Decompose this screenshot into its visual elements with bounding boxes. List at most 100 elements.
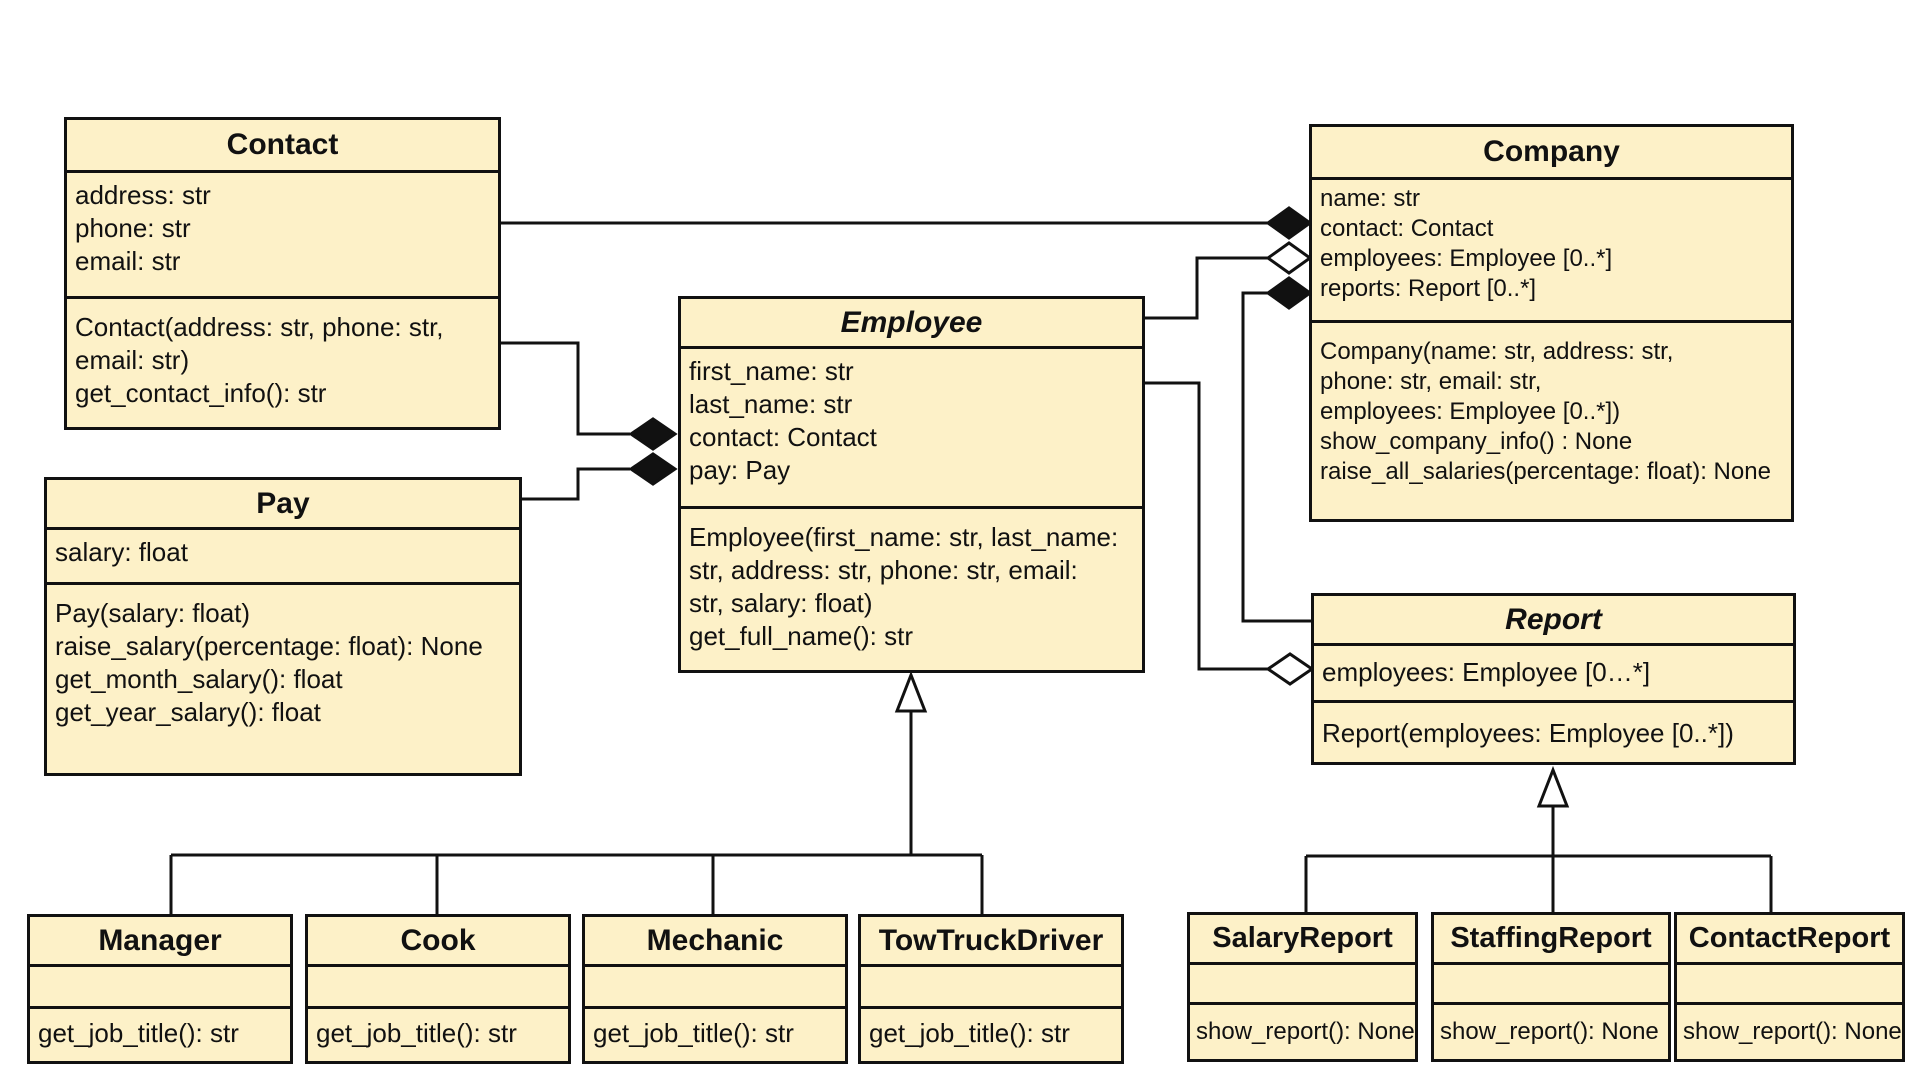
operation: get_job_title(): str (316, 1018, 517, 1048)
class-attributes: first_name: str last_name: str contact: … (681, 349, 1142, 509)
filled-diamond-employee-pay (628, 452, 678, 486)
class-name: TowTruckDriver (861, 917, 1121, 967)
class-company[interactable]: Company name: str contact: Contact emplo… (1309, 124, 1794, 522)
class-mechanic[interactable]: Mechanic get_job_title(): str (582, 914, 848, 1064)
attribute: email: str (75, 246, 181, 276)
class-attributes (30, 967, 290, 1009)
operation: get_month_salary(): float (55, 664, 343, 694)
attribute: employees: Employee [0…*] (1322, 657, 1651, 687)
class-towtruckdriver[interactable]: TowTruckDriver get_job_title(): str (858, 914, 1124, 1064)
class-operations: show_report(): None (1434, 1005, 1668, 1048)
class-attributes (1677, 965, 1902, 1005)
link-company-employees (1144, 256, 1268, 320)
operation: get_job_title(): str (869, 1018, 1070, 1048)
attribute: reports: Report [0..*] (1320, 275, 1537, 302)
link-company-reports (1241, 291, 1313, 623)
attribute: employees: Employee [0..*] (1320, 245, 1613, 272)
class-staffingreport[interactable]: StaffingReport show_report(): None (1431, 912, 1671, 1062)
class-name: Company (1312, 127, 1791, 180)
class-cook[interactable]: Cook get_job_title(): str (305, 914, 571, 1064)
attribute: contact: Contact (1320, 215, 1494, 242)
class-operations: get_job_title(): str (861, 1009, 1121, 1050)
class-operations: Employee(first_name: str, last_name: str… (681, 509, 1142, 653)
operation: str, address: str, phone: str, email: (689, 555, 1078, 585)
class-operations: Pay(salary: float) raise_salary(percenta… (47, 585, 519, 729)
link-employee-contact (500, 341, 630, 436)
operation: Report(employees: Employee [0..*]) (1322, 718, 1734, 748)
class-name: SalaryReport (1190, 915, 1415, 965)
class-operations: Report(employees: Employee [0..*]) (1314, 703, 1793, 750)
hollow-diamond-report-employees (1265, 652, 1315, 686)
hollow-diamond-company-employees (1265, 241, 1313, 275)
operation: get_year_salary(): float (55, 697, 321, 727)
attribute: phone: str (75, 213, 191, 243)
class-operations: get_job_title(): str (308, 1009, 568, 1050)
operation: raise_salary(percentage: float): None (55, 631, 483, 661)
attribute: pay: Pay (689, 455, 791, 485)
class-operations: Contact(address: str, phone: str, email:… (67, 299, 498, 410)
class-name: Report (1314, 596, 1793, 646)
operation: show_report(): None (1196, 1018, 1415, 1045)
class-operations: show_report(): None (1190, 1005, 1415, 1048)
class-attributes: employees: Employee [0…*] (1314, 646, 1793, 703)
generalization-triangle-employee (894, 670, 928, 713)
class-operations: get_job_title(): str (30, 1009, 290, 1050)
class-name: ContactReport (1677, 915, 1902, 965)
operation: show_report(): None (1683, 1018, 1902, 1045)
operation: phone: str, email: str, (1320, 368, 1542, 395)
class-name: StaffingReport (1434, 915, 1668, 965)
operation: str, salary: float) (689, 588, 873, 618)
operation: employees: Employee [0..*]) (1320, 398, 1621, 425)
class-contact[interactable]: Contact address: str phone: str email: s… (64, 117, 501, 430)
class-attributes (861, 967, 1121, 1009)
class-salaryreport[interactable]: SalaryReport show_report(): None (1187, 912, 1418, 1062)
class-contactreport[interactable]: ContactReport show_report(): None (1674, 912, 1905, 1062)
class-manager[interactable]: Manager get_job_title(): str (27, 914, 293, 1064)
operation: get_job_title(): str (38, 1018, 239, 1048)
operation: get_contact_info(): str (75, 378, 327, 408)
link-report-employees (1144, 381, 1269, 671)
class-report[interactable]: Report employees: Employee [0…*] Report(… (1311, 593, 1796, 765)
class-operations: Company(name: str, address: str, phone: … (1312, 323, 1791, 487)
class-attributes: name: str contact: Contact employees: Em… (1312, 180, 1791, 323)
attribute: last_name: str (689, 389, 853, 419)
class-attributes (1434, 965, 1668, 1005)
class-name: Mechanic (585, 917, 845, 967)
attribute: contact: Contact (689, 422, 877, 452)
filled-diamond-company-reports (1265, 276, 1313, 310)
operation: Company(name: str, address: str, (1320, 338, 1674, 365)
class-name: Cook (308, 917, 568, 967)
class-operations: show_report(): None (1677, 1005, 1902, 1048)
operation: Contact(address: str, phone: str, (75, 312, 444, 342)
filled-diamond-employee-contact (628, 417, 678, 451)
operation: get_job_title(): str (593, 1018, 794, 1048)
operation: get_full_name(): str (689, 621, 913, 651)
operation: email: str) (75, 345, 190, 375)
operation: Pay(salary: float) (55, 598, 251, 628)
attribute: first_name: str (689, 356, 854, 386)
class-pay[interactable]: Pay salary: float Pay(salary: float) rai… (44, 477, 522, 776)
attribute: address: str (75, 180, 211, 210)
class-attributes: address: str phone: str email: str (67, 173, 498, 299)
class-name: Contact (67, 120, 498, 173)
class-name: Employee (681, 299, 1142, 349)
class-name: Pay (47, 480, 519, 530)
class-operations: get_job_title(): str (585, 1009, 845, 1050)
class-attributes (308, 967, 568, 1009)
operation: raise_all_salaries(percentage: float): N… (1320, 458, 1771, 485)
class-attributes (1190, 965, 1415, 1005)
filled-diamond-company-contact (1265, 206, 1313, 240)
attribute: salary: float (55, 537, 188, 567)
attribute: name: str (1320, 185, 1421, 212)
generalization-triangle-report (1536, 765, 1570, 808)
operation: show_report(): None (1440, 1018, 1659, 1045)
operation: Employee(first_name: str, last_name: (689, 522, 1119, 552)
class-attributes (585, 967, 845, 1009)
class-attributes: salary: float (47, 530, 519, 585)
class-employee[interactable]: Employee first_name: str last_name: str … (678, 296, 1145, 673)
operation: show_company_info() : None (1320, 428, 1633, 455)
link-employee-pay (521, 467, 630, 501)
class-name: Manager (30, 917, 290, 967)
